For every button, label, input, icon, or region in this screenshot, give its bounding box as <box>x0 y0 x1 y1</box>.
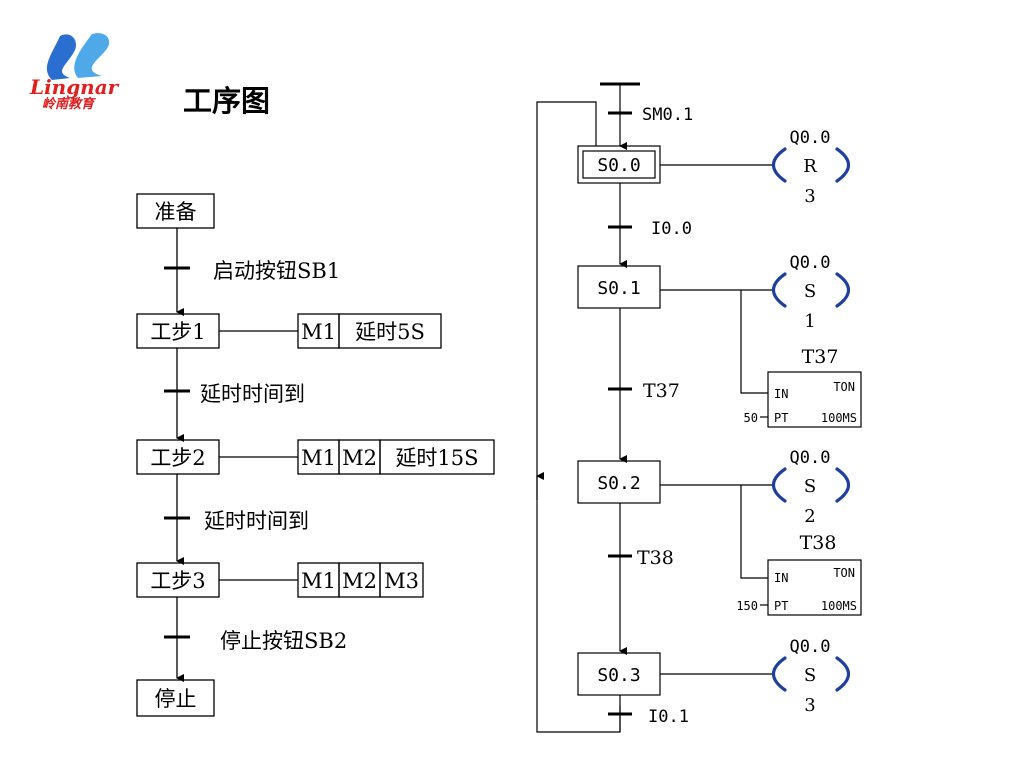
coil-left-paren <box>771 147 787 183</box>
step-label: 工步3 <box>150 569 205 593</box>
coil-address: Q0.0 <box>790 448 831 468</box>
coil-count: 2 <box>804 506 815 527</box>
logo-swoosh-2 <box>74 33 110 78</box>
coil-count: 1 <box>804 311 815 332</box>
output-box <box>379 562 424 598</box>
output-label: 延时15S <box>395 446 478 470</box>
output-label: M3 <box>384 569 419 593</box>
output-label: M1 <box>301 446 336 470</box>
timer-box-t37 <box>767 371 862 428</box>
logo-subtext: 岭南教育 <box>42 96 96 110</box>
coil-address: Q0.0 <box>790 128 831 148</box>
coil-left-paren <box>771 272 787 308</box>
coil-count: 3 <box>804 695 815 716</box>
initial-condition-label: SM0.1 <box>642 105 693 125</box>
sfc-diagram <box>536 82 862 733</box>
state-label: S0.2 <box>597 473 640 494</box>
timer-base: 100MS <box>821 411 857 425</box>
state-label: S0.3 <box>597 665 640 686</box>
transition-label: 延时时间到 <box>200 382 305 406</box>
flow-chart-text: 准备 工步1 工步2 工步3 停止 启动按钮SB1 延时时间到 延时时间到 停止… <box>150 200 478 711</box>
transition-label: T37 <box>643 380 680 402</box>
lingnan-logo: Lingnar 岭南教育 <box>29 33 120 110</box>
timer-pt-label: PT <box>774 411 788 425</box>
coil-right-paren <box>835 147 851 183</box>
timer-name: T37 <box>802 346 839 368</box>
timer-preset: 150 <box>736 599 758 613</box>
step-label: 停止 <box>155 687 197 711</box>
step-box-stop <box>136 679 215 717</box>
output-box <box>338 313 442 349</box>
coil-op: S <box>804 281 816 302</box>
coil-brackets <box>771 147 851 692</box>
timer-base: 100MS <box>821 599 857 613</box>
timer-box-t38 <box>767 559 862 616</box>
output-label: M1 <box>301 569 336 593</box>
logo-text: Lingnar <box>29 75 120 99</box>
state-label: S0.0 <box>597 155 640 176</box>
coil-right-paren <box>835 272 851 308</box>
timer-pt-label: PT <box>774 599 788 613</box>
step-label: 工步2 <box>150 446 205 470</box>
state-box <box>577 460 661 504</box>
coil-op: S <box>804 665 816 686</box>
coil-address: Q0.0 <box>790 253 831 273</box>
output-label: 延时5S <box>355 320 425 344</box>
transition-label: 停止按钮SB2 <box>220 629 347 653</box>
timer-name: T38 <box>800 532 837 554</box>
output-label: M1 <box>301 320 336 344</box>
timer-in-label: IN <box>774 571 788 585</box>
coil-right-paren <box>835 656 851 692</box>
output-label: M2 <box>342 446 377 470</box>
output-box <box>379 439 495 475</box>
flow-chart <box>136 193 495 717</box>
step-box-prepare <box>136 193 215 229</box>
transition-label: 延时时间到 <box>204 509 309 533</box>
coil-left-paren <box>771 467 787 503</box>
timer-type: TON <box>833 566 855 580</box>
timer-type: TON <box>833 380 855 394</box>
transition-label: T38 <box>637 547 674 569</box>
state-label: S0.1 <box>597 278 640 299</box>
timer-preset: 50 <box>744 411 758 425</box>
timer-in-label: IN <box>774 387 788 401</box>
coil-address: Q0.0 <box>790 637 831 657</box>
coil-right-paren <box>835 467 851 503</box>
logo-swoosh <box>46 34 77 80</box>
state-box <box>577 265 661 309</box>
coil-count: 3 <box>804 186 815 207</box>
sfc-text: SM0.1 S0.0 S0.1 S0.2 S0.3 I0.0 T37 T38 I… <box>597 105 857 727</box>
output-label: M2 <box>342 569 377 593</box>
step-label: 工步1 <box>150 320 205 344</box>
transition-label: 启动按钮SB1 <box>213 259 340 283</box>
coil-left-paren <box>771 656 787 692</box>
coil-op: R <box>803 156 817 177</box>
transition-label: I0.0 <box>651 219 692 239</box>
coil-op: S <box>804 476 816 497</box>
page-title: 工序图 <box>183 84 271 118</box>
loop-back-line <box>536 101 621 733</box>
transition-label: I0.1 <box>648 707 689 727</box>
step-label: 准备 <box>155 200 197 224</box>
